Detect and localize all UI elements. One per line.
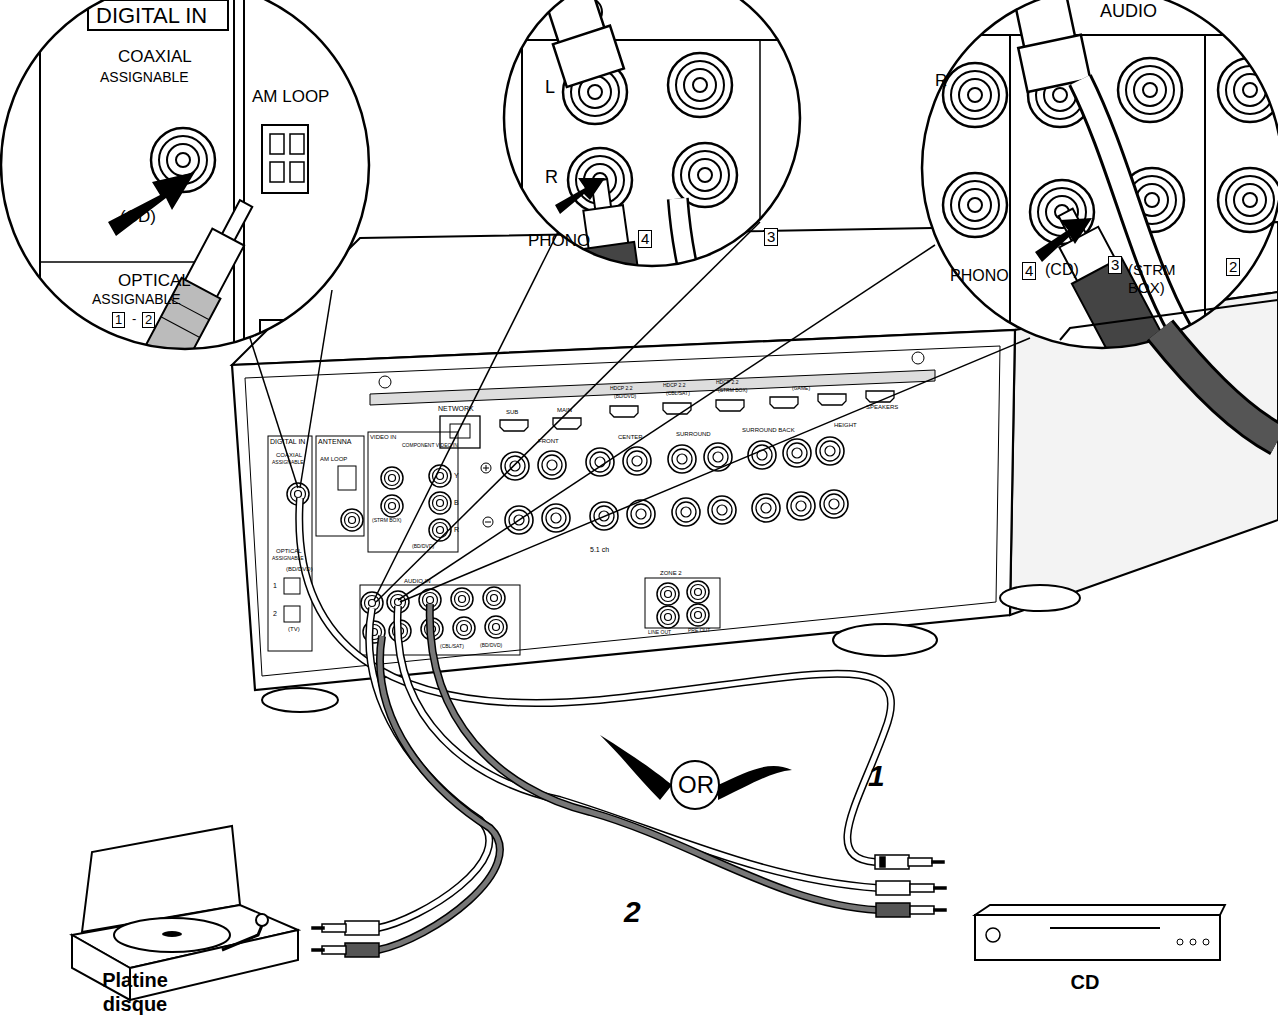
- panel-label: LINE OUT: [648, 630, 671, 635]
- device-label: Platine disque: [85, 968, 185, 1016]
- callout-number: 1: [868, 760, 885, 792]
- panel-label: PHONO: [528, 232, 590, 250]
- device-name: CD: [1045, 970, 1125, 994]
- panel-label: (STRM BOX): [372, 518, 401, 523]
- panel-label: (BD/DVD): [412, 544, 434, 549]
- panel-label: 2: [142, 312, 155, 328]
- panel-label: (BD/DVD): [614, 394, 636, 399]
- device-name: Platine disque: [85, 968, 185, 1016]
- panel-label: HDCP 2.2: [663, 383, 685, 388]
- panel-label: 2: [273, 610, 277, 617]
- panel-label: OPTICAL: [118, 272, 191, 290]
- panel-label: ASSIGNABLE: [100, 70, 189, 85]
- panel-label: DIGITAL IN: [96, 4, 207, 27]
- panel-label: 3: [764, 228, 778, 246]
- panel-label: (STRM BOX): [718, 388, 747, 393]
- panel-label: COAXIAL: [276, 452, 302, 458]
- panel-label: R: [935, 72, 947, 90]
- panel-label: L: [545, 78, 555, 97]
- panel-label: 3: [1108, 256, 1122, 274]
- panel-label: CENTER: [618, 434, 643, 440]
- panel-label: 1: [112, 312, 125, 328]
- panel-label: SURROUND BACK: [742, 427, 795, 433]
- panel-label: HDCP 2.2: [716, 380, 738, 385]
- panel-label: AUDIO IN: [404, 578, 431, 584]
- panel-label: 5.1 ch: [590, 546, 609, 553]
- panel-label: R: [454, 526, 459, 533]
- panel-label: (CD): [1045, 262, 1079, 279]
- panel-label: FRONT: [538, 438, 559, 444]
- panel-label: HEIGHT: [834, 422, 857, 428]
- panel-label: 4: [638, 230, 652, 248]
- panel-label: DIGITAL IN: [270, 438, 305, 445]
- panel-label: COMPONENT VIDEO IN: [402, 443, 458, 448]
- panel-label: (CBL/SAT): [666, 391, 690, 396]
- panel-label: MAIN: [557, 407, 572, 413]
- panel-label: 2: [1226, 258, 1240, 276]
- panel-label: BOX): [1128, 280, 1165, 296]
- panel-label: AM LOOP: [320, 456, 347, 462]
- panel-label: -: [132, 312, 136, 326]
- panel-label: SPEAKERS: [866, 404, 898, 410]
- panel-label: SURROUND: [676, 431, 711, 437]
- panel-label: (STRM: [1128, 262, 1176, 278]
- device-label: CD: [1045, 970, 1125, 994]
- panel-label: AUDIO: [1100, 2, 1157, 21]
- callout-number: OR: [678, 772, 714, 797]
- panel-label: Y: [454, 472, 459, 479]
- panel-label: B: [454, 499, 459, 506]
- panel-label: (BD/DVD): [286, 566, 313, 572]
- panel-label: PHONO: [950, 268, 1009, 285]
- panel-label: COAXIAL: [118, 48, 192, 66]
- panel-label: (CD): [120, 208, 156, 226]
- panel-label: 4: [1022, 262, 1036, 280]
- callout-number: 2: [624, 896, 641, 928]
- panel-label: (TV): [288, 626, 300, 632]
- panel-label: ZONE 2: [660, 570, 682, 576]
- panel-label: (GAME): [792, 386, 810, 391]
- panel-label: ASSIGNABLE: [272, 556, 304, 561]
- panel-label: ANTENNA: [318, 438, 351, 445]
- panel-label: R: [545, 168, 558, 187]
- panel-label: SUB: [506, 409, 518, 415]
- panel-label: 1: [273, 582, 277, 589]
- panel-label: PRE OUT: [688, 628, 710, 633]
- panel-label: VIDEO IN: [370, 434, 396, 440]
- panel-label: (CBL/SAT): [440, 644, 464, 649]
- panel-label: AM LOOP: [252, 88, 329, 106]
- panel-label: (BD/DVD): [480, 643, 502, 648]
- panel-label: ASSIGNABLE: [92, 292, 181, 307]
- panel-label: OPTICAL: [276, 548, 302, 554]
- panel-label: NETWORK: [438, 405, 474, 412]
- panel-label: ASSIGNABLE: [272, 460, 304, 465]
- panel-label: HDCP 2.2: [610, 386, 632, 391]
